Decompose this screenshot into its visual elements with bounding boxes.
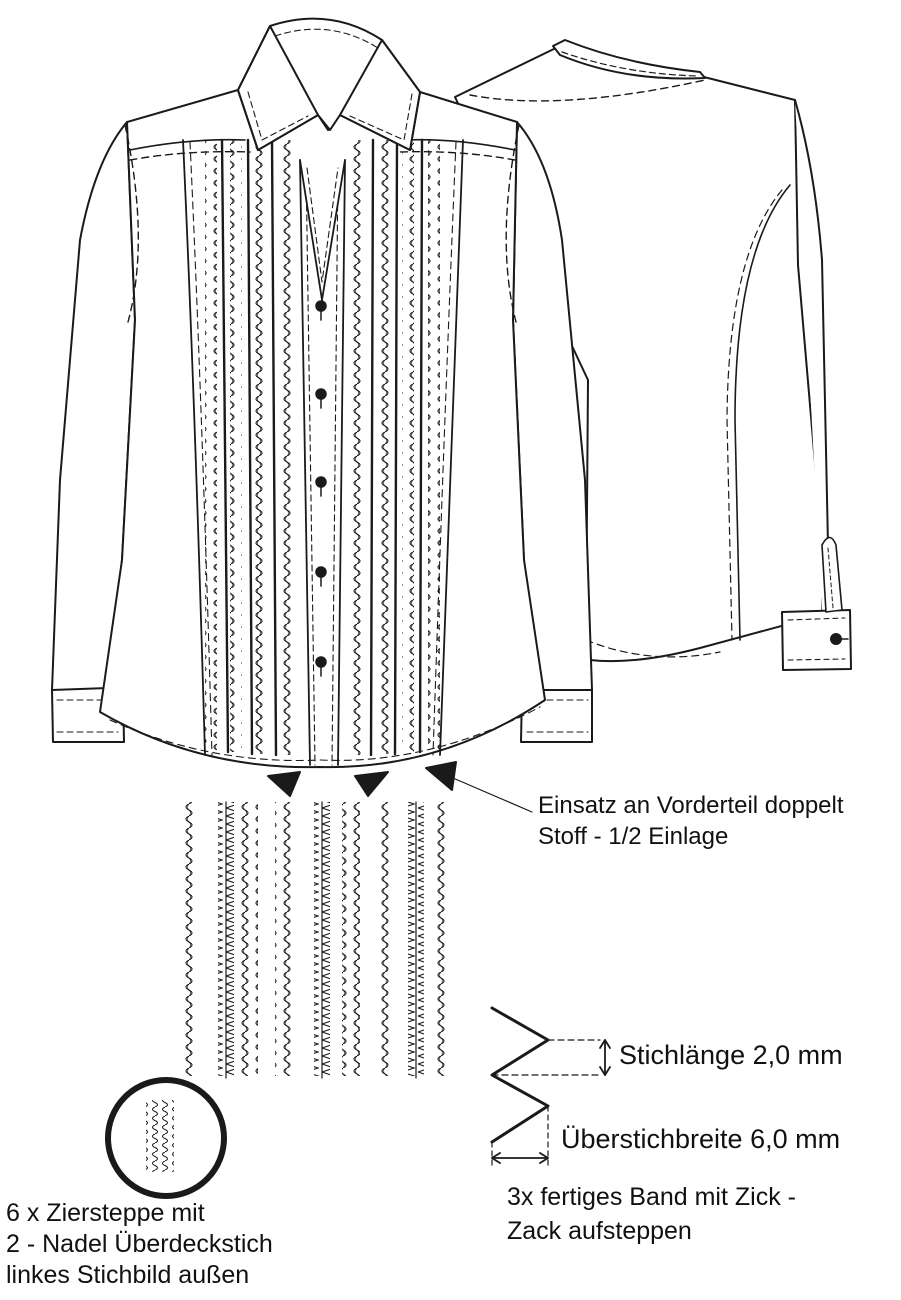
back-sleeve [794,99,841,616]
collar-right [339,39,421,151]
band-note-line: Zack aufsteppen [507,1217,692,1245]
placket-right [337,159,346,766]
right-panel-edge [439,139,464,756]
stitch-circle-detail [105,1077,227,1199]
insert-arrows [267,761,457,797]
insert-note: Einsatz an Vorderteil doppelt Stoff - 1/… [538,790,844,852]
placket-left [299,159,311,766]
decor-note: 6 x Ziersteppe mit 2 - Nadel Überdecksti… [6,1198,273,1291]
decor-note-line: linkes Stichbild außen [6,1261,250,1289]
back-placket [821,536,843,613]
stitch-length-label: Stichlänge 2,0 mm [619,1040,843,1070]
button [315,656,327,668]
front-yoke-left [129,150,251,161]
back-collar [552,39,706,80]
button [315,388,327,400]
arrow [425,761,457,791]
decor-note-line: 2 - Nadel Überdeckstich [6,1230,273,1258]
button [315,476,327,488]
band-note-line: 3x fertiges Band mit Zick - [507,1183,796,1211]
stripe-detail [180,801,450,1079]
zigzag-diagram [490,1006,611,1166]
button [315,300,327,312]
arrow [354,771,389,797]
left-panel-edge [182,139,206,756]
band-note: 3x fertiges Band mit Zick - Zack aufstep… [507,1180,796,1248]
stitch-width-label: Überstichbreite 6,0 mm [561,1124,841,1154]
detail-circle [105,1077,227,1199]
arrow [267,771,301,797]
back-seam [734,184,791,641]
button [315,566,327,578]
leader-line [452,777,533,813]
insert-note-line: Einsatz an Vorderteil doppelt [538,792,844,819]
collar-left [237,25,319,151]
back-cuff-button [830,633,842,645]
insert-note-line: Stoff - 1/2 Einlage [538,823,729,850]
decor-note-line: 6 x Ziersteppe mit [6,1199,205,1227]
front-view [51,17,593,769]
zigzag-line [490,1006,550,1144]
back-yoke-seam [469,79,706,102]
